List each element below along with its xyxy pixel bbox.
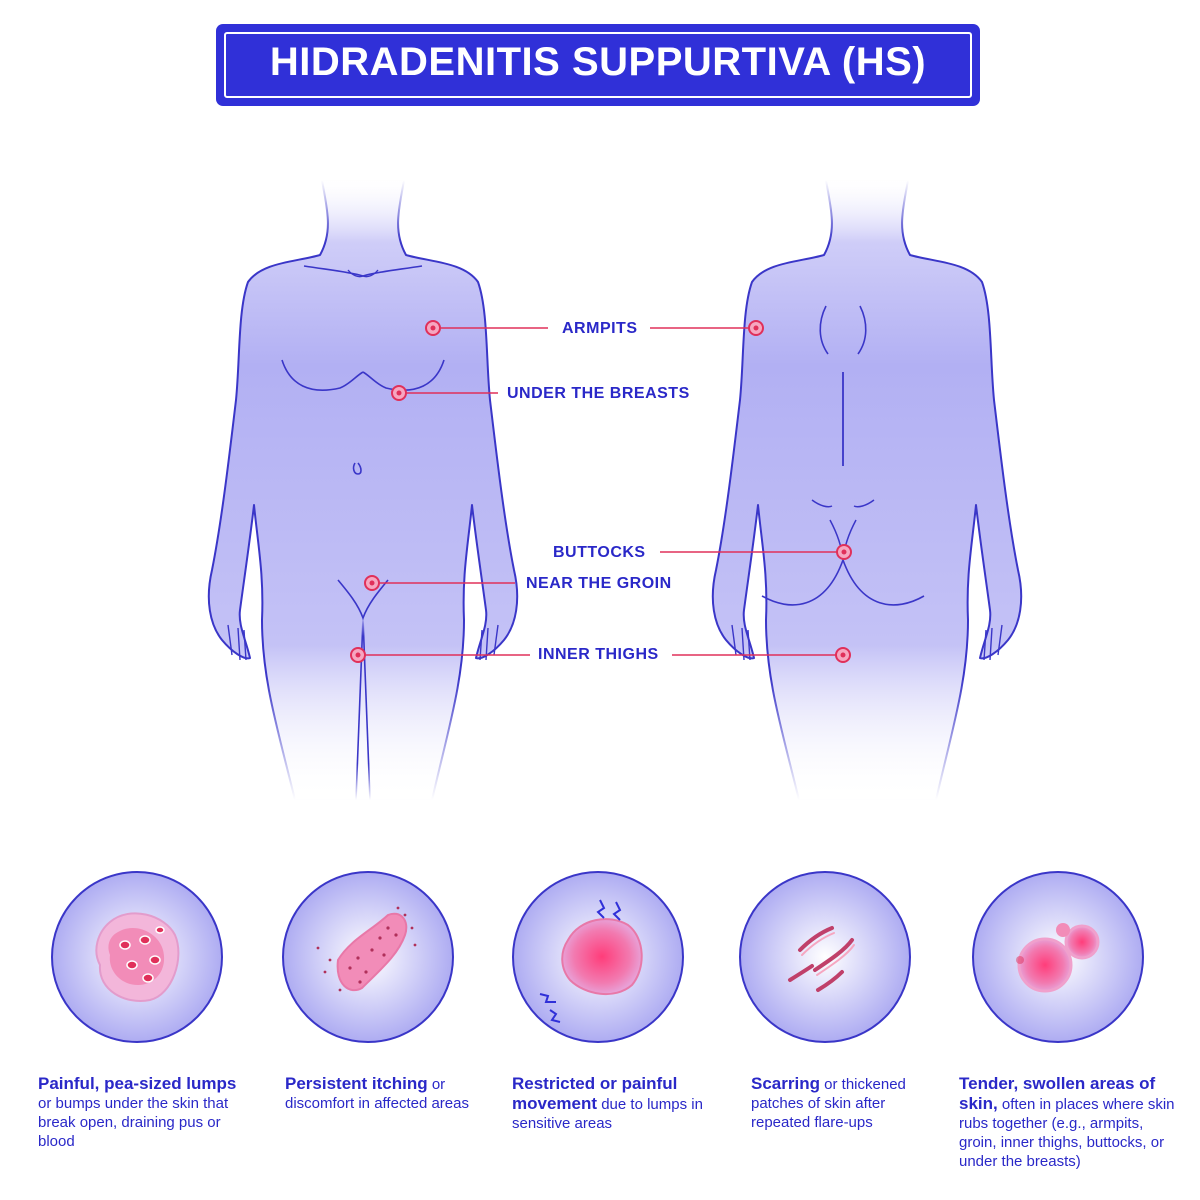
symptom-movement: Restricted or painful movement due to lu… (512, 1074, 707, 1133)
callout-lines (358, 327, 844, 656)
symptom-itching-title: Persistent itching (285, 1074, 428, 1093)
back-body-figure (711, 179, 1023, 801)
page-title: HIDRADENITIS SUPPURTIVA (HS) (269, 40, 927, 84)
symptom-scarring-text: or thickened patches of skin after repea… (751, 1076, 906, 1131)
callout-armpits: ARMPITS (562, 320, 638, 337)
symptom-movement-title: Restricted or painful movement (512, 1074, 678, 1113)
symptom-lumps: Painful, pea-sized lumps or bumps under … (38, 1074, 253, 1151)
symptom-icon-scarring (739, 871, 911, 1043)
symptom-lumps-title: Painful, pea-sized lumps (38, 1074, 237, 1093)
title-banner: HIDRADENITIS SUPPURTIVA (HS) (216, 24, 980, 106)
symptom-itching: Persistent itching or discomfort in affe… (285, 1074, 470, 1113)
symptom-itching-text: or discomfort in affected areas (285, 1076, 469, 1112)
marker-under-breast (391, 385, 407, 401)
marker-groin (364, 575, 380, 591)
symptom-swollen-text: often in places where skin rubs together… (959, 1096, 1175, 1170)
symptom-icon-swollen (972, 871, 1144, 1043)
symptom-scarring: Scarring or thickened patches of skin af… (751, 1074, 926, 1132)
callout-buttocks: BUTTOCKS (553, 544, 646, 561)
symptom-movement-text: due to lumps in sensitive areas (512, 1096, 703, 1132)
symptom-scarring-title: Scarring (751, 1074, 820, 1093)
symptom-lumps-text: or bumps under the skin that break open,… (38, 1095, 229, 1150)
front-body-figure (207, 179, 519, 801)
symptom-swollen: Tender, swollen areas of skin, often in … (959, 1074, 1179, 1171)
callout-near-the-groin: NEAR THE GROIN (526, 575, 672, 592)
marker-armpit-back (748, 320, 764, 336)
symptom-icon-lumps (51, 871, 223, 1043)
title-frame (224, 32, 972, 98)
marker-armpit-front (425, 320, 441, 336)
callout-under-the-breasts: UNDER THE BREASTS (507, 385, 690, 402)
marker-inner-thigh-back (835, 647, 851, 663)
marker-inner-thigh-front (350, 647, 366, 663)
callout-inner-thighs: INNER THIGHS (538, 646, 659, 663)
symptom-icon-movement (512, 871, 684, 1043)
symptom-icon-itching (282, 871, 454, 1043)
marker-buttocks (836, 544, 852, 560)
symptom-swollen-title: Tender, swollen areas of skin, (959, 1074, 1156, 1113)
